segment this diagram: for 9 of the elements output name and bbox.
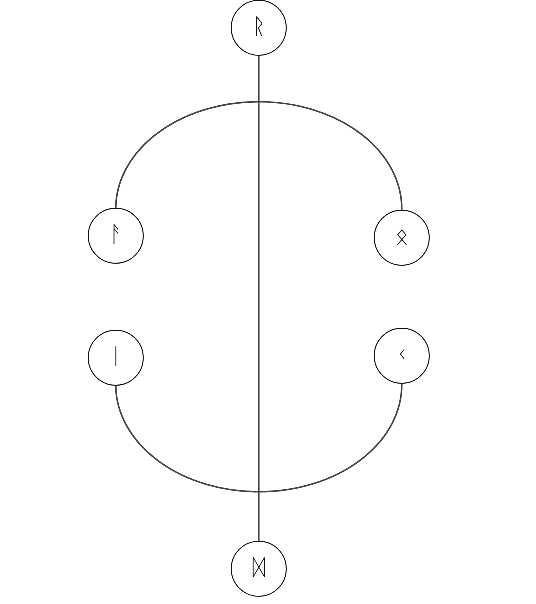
rune-symbol: ᚲ — [396, 345, 408, 367]
rune-symbol: ᚱ — [252, 17, 266, 39]
connector-line — [115, 384, 403, 493]
rune-symbol: ᛁ — [110, 347, 122, 369]
rune-symbol: ᛞ — [252, 558, 266, 580]
connector-line — [258, 56, 260, 541]
rune-symbol: ᛟ — [396, 227, 408, 249]
rune-symbol: ᚨ — [110, 225, 122, 247]
connector-line — [115, 101, 403, 210]
